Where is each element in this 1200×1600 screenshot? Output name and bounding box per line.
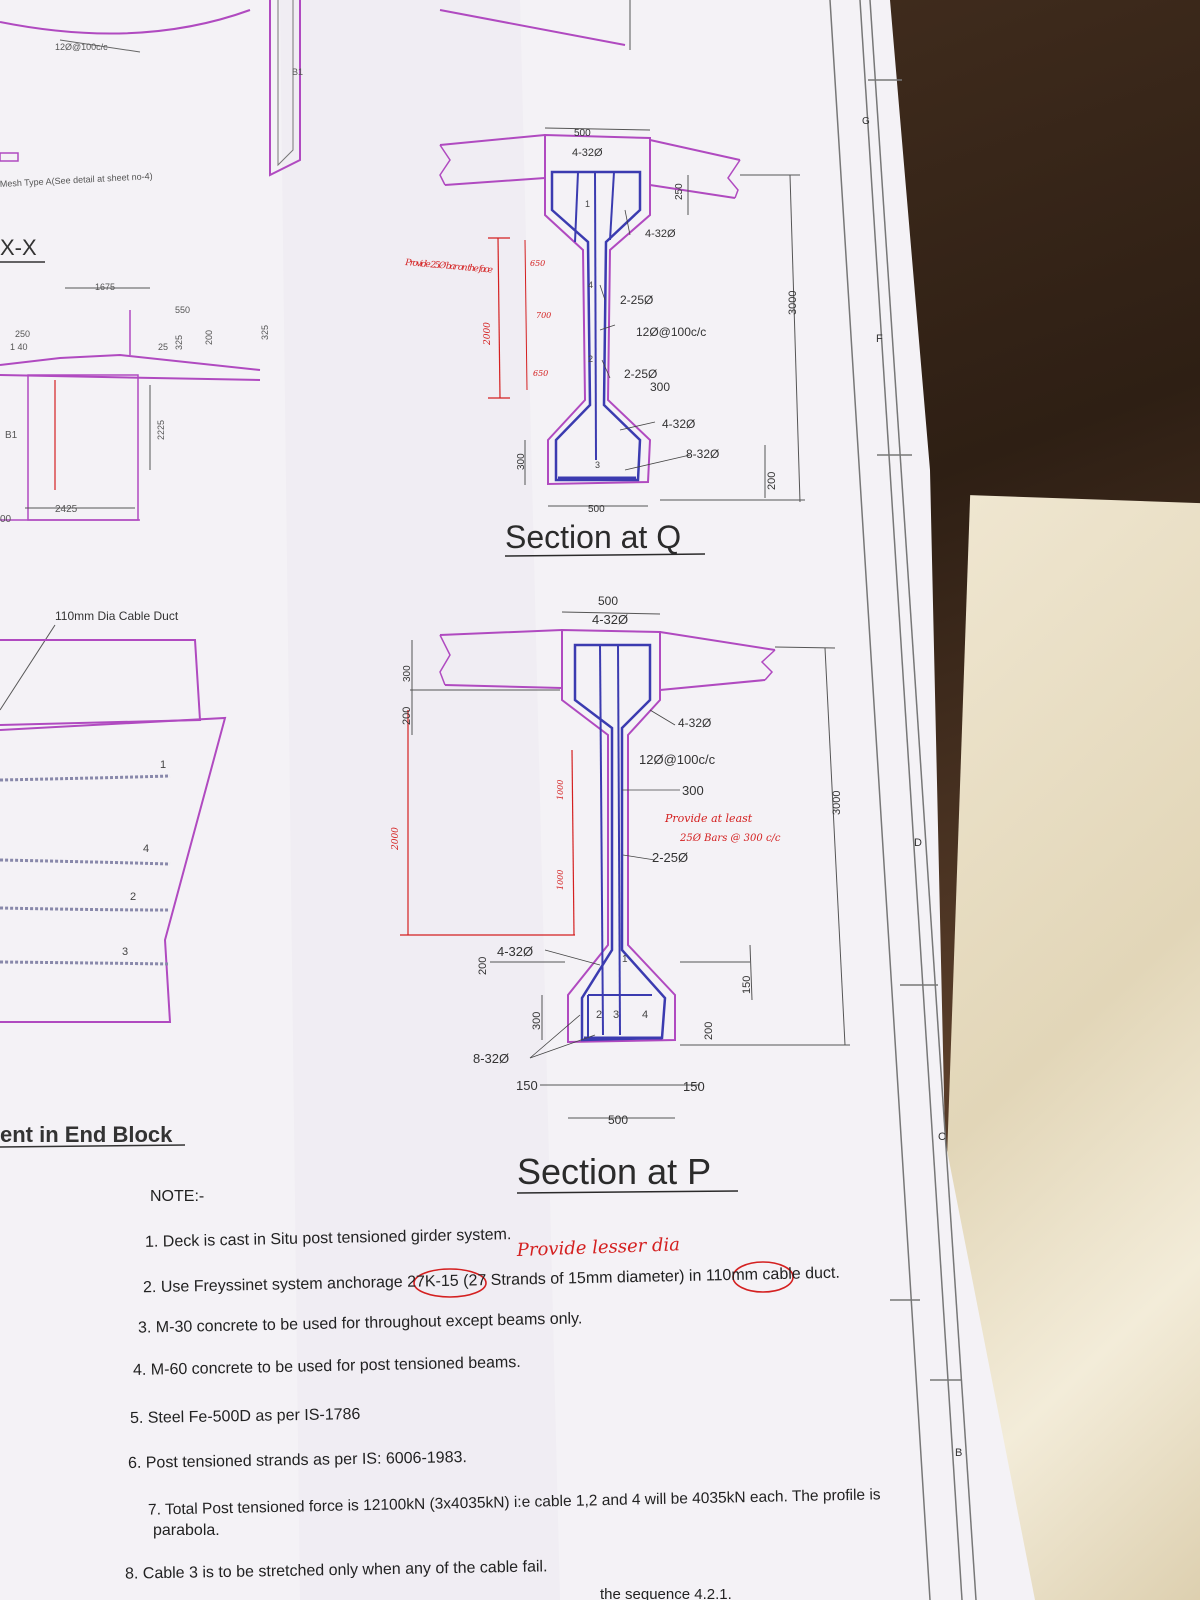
circle-27k15: [413, 1268, 487, 1298]
top-left-detail: 12Ø@100c/c B1 Mesh Type A(See detail at …: [0, 0, 631, 1023]
p-d150b: 150: [683, 1079, 705, 1094]
cable-label-3: 3: [122, 946, 128, 958]
q-bars-top: 4-32Ø: [572, 147, 603, 159]
cable-label-1: 1: [160, 759, 166, 771]
dim-325-a: 325: [174, 335, 184, 350]
p-d300: 300: [402, 665, 413, 682]
p-cable-4: 4: [642, 1009, 648, 1021]
p-d150c: 150: [741, 976, 753, 994]
grid-letter-d: D: [914, 837, 922, 849]
section-p-title: Section at P: [517, 1151, 711, 1192]
section-xx-title: X-X: [0, 235, 37, 260]
b1-top-label: B1: [292, 67, 303, 77]
q-w-top: 500: [574, 128, 591, 139]
dim-1675: 1675: [95, 282, 115, 292]
dim-2225: 2225: [156, 420, 166, 440]
p-d1000a: 1000: [556, 780, 565, 800]
dim-325-b: 325: [260, 325, 270, 340]
top-bar-label: 12Ø@100c/c: [55, 42, 108, 52]
dim-00: 00: [0, 514, 12, 525]
q-bars-bot2: 8-32Ø: [686, 447, 719, 461]
p-cable-3: 3: [613, 1009, 619, 1021]
p-cable-2: 2: [596, 1009, 602, 1021]
q-bars-web2: 2-25Ø: [624, 367, 657, 381]
p-stirrups: 12Ø@100c/c: [639, 752, 716, 767]
q-hw-650a: 650: [530, 259, 545, 268]
grid-letter-g: G: [862, 116, 870, 127]
p-d200: 200: [401, 707, 413, 725]
p-bars-right: 4-32Ø: [678, 716, 711, 730]
cable-label-2: 2: [130, 891, 136, 903]
q-stirrups: 12Ø@100c/c: [636, 325, 706, 339]
q-web: 300: [650, 380, 670, 394]
p-w-top: 500: [598, 594, 618, 608]
q-bars-web1: 2-25Ø: [620, 293, 653, 307]
section-q-title: Section at Q: [505, 519, 681, 555]
q-flange: 250: [674, 183, 685, 200]
p-handwritten-note-2: 25Ø Bars @ 300 c/c: [679, 833, 781, 844]
sheet-border: [829, 0, 977, 1600]
p-h3000: 3000: [831, 791, 843, 815]
note-item-9-partial: the sequence 4.2.1.: [600, 1586, 732, 1600]
dim-25: 25: [158, 342, 168, 352]
q-bars-bot1: 4-32Ø: [662, 417, 695, 431]
q-hw-650b: 650: [533, 369, 548, 378]
q-cable-1: 1: [585, 199, 590, 209]
q-hw-2000: 2000: [483, 322, 493, 346]
p-hw-2000: 2000: [391, 827, 401, 851]
q-h300: 300: [516, 453, 527, 470]
q-h200: 200: [766, 472, 778, 490]
q-hw-700: 700: [536, 311, 551, 320]
q-h3000: 3000: [787, 291, 799, 315]
q-w-bot: 500: [588, 504, 605, 515]
grid-letter-b: B: [955, 1447, 962, 1459]
p-w-bot: 500: [608, 1113, 628, 1127]
p-bars-top: 4-32Ø: [592, 612, 628, 627]
end-block-title: ent in End Block: [0, 1122, 173, 1147]
p-cable-1: 1: [622, 954, 628, 965]
grid-letter-f: F: [876, 333, 883, 345]
q-cable-2: 2: [588, 354, 593, 364]
dim-550: 550: [175, 305, 190, 315]
dim-2425: 2425: [55, 504, 78, 515]
b1-label: B1: [5, 430, 18, 441]
p-bars-left: 4-32Ø: [497, 944, 533, 959]
section-q-drawing: [439, 127, 805, 507]
grid-letter-c: C: [938, 1131, 946, 1143]
circle-110mm: [732, 1261, 794, 1293]
section-p-drawing: [400, 611, 850, 1119]
note-item-7-cont: parabola.: [153, 1522, 220, 1539]
q-bars-right: 4-32Ø: [645, 228, 676, 240]
p-d1000b: 1000: [556, 870, 565, 890]
p-d300b: 300: [531, 1012, 543, 1030]
p-d200c: 200: [703, 1022, 715, 1040]
paper-fold-shade: [280, 0, 560, 1600]
p-handwritten-note-1: Provide at least: [664, 812, 753, 825]
p-bars-web: 2-25Ø: [652, 850, 688, 865]
dim-250: 250: [15, 329, 30, 339]
dim-140: 1 40: [10, 342, 28, 352]
q-cable-3: 3: [595, 460, 600, 470]
p-bars-bot: 8-32Ø: [473, 1051, 509, 1066]
p-web: 300: [682, 783, 704, 798]
notes-heading: NOTE:-: [150, 1188, 205, 1205]
q-cable-4: 4: [588, 280, 593, 290]
duct-label: 110mm Dia Cable Duct: [55, 609, 179, 623]
cable-label-4: 4: [143, 843, 149, 855]
dim-200: 200: [204, 330, 214, 345]
p-d200b: 200: [477, 957, 489, 975]
p-d150a: 150: [516, 1078, 538, 1093]
